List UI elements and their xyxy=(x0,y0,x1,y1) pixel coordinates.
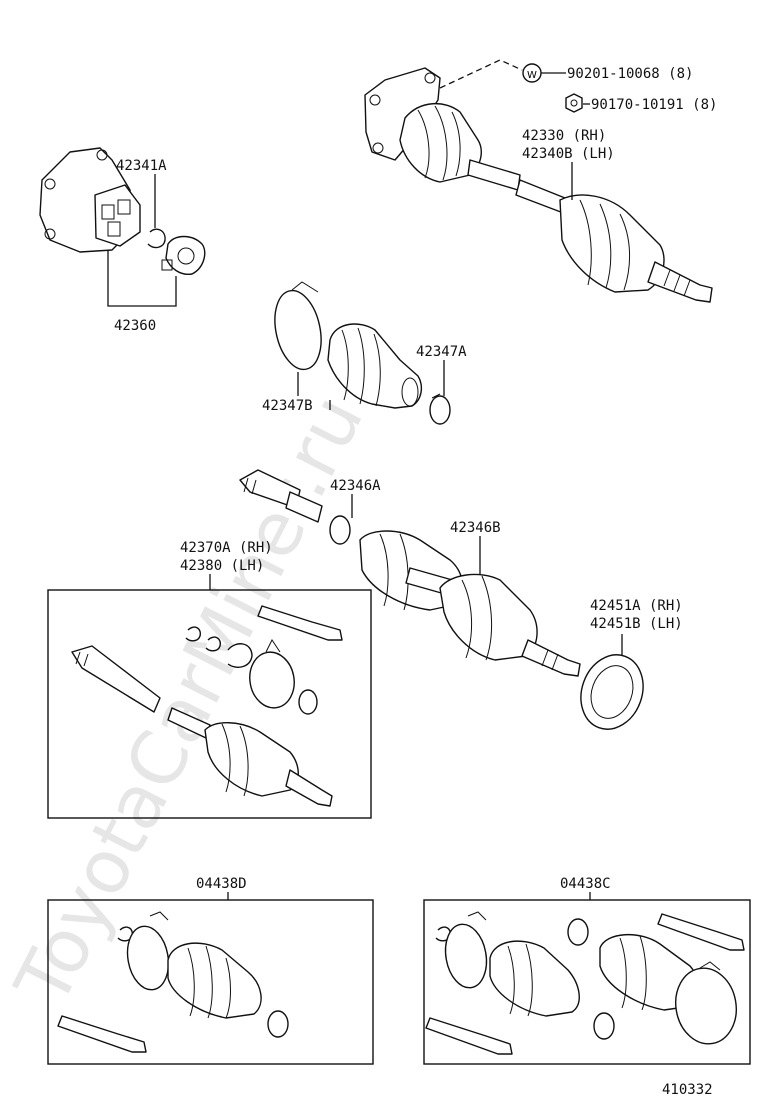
label-42360: 42360 xyxy=(114,318,156,334)
boot-band-large-icon xyxy=(274,281,322,371)
label-90170: 90170-10191 (8) xyxy=(591,97,717,113)
svg-text:W: W xyxy=(527,70,537,81)
label-42346B: 42346B xyxy=(450,520,501,536)
kit-box-04438D xyxy=(47,899,374,1065)
cv-joint-housing-illustration xyxy=(39,147,141,253)
drive-shaft-assembly-illustration xyxy=(364,67,713,303)
label-42347A: 42347A xyxy=(416,344,467,360)
label-42340B: 42340B (LH) xyxy=(522,146,615,162)
label-42330: 42330 (RH) xyxy=(522,128,606,144)
shaft-kit-illustration xyxy=(71,605,343,807)
dust-seal-ring-icon xyxy=(580,654,644,730)
snap-ring-icon xyxy=(147,228,166,249)
boot-band-small-icon xyxy=(429,393,451,425)
label-42346A: 42346A xyxy=(330,478,381,494)
label-04438C: 04438C xyxy=(560,876,611,892)
kit-box-04438C xyxy=(423,899,751,1065)
boot-icon xyxy=(327,323,423,409)
label-42451B: 42451B (LH) xyxy=(590,616,683,632)
nut-icon xyxy=(565,93,583,113)
label-42451A: 42451A (RH) xyxy=(590,598,683,614)
figure-number: 410332 xyxy=(662,1082,713,1098)
kit-box-42370A xyxy=(47,589,372,819)
label-90201: 90201-10068 (8) xyxy=(567,66,693,82)
watermark: ToyotaCarMiner.ru xyxy=(0,382,380,1019)
boot-kit-04438C-illustration xyxy=(425,911,745,1055)
label-42380: 42380 (LH) xyxy=(180,558,264,574)
washer-icon: W xyxy=(522,63,542,83)
label-04438D: 04438D xyxy=(196,876,247,892)
label-42347B: 42347B xyxy=(262,398,313,414)
boot-kit-04438D-illustration xyxy=(57,911,289,1053)
inner-shaft-illustration xyxy=(239,469,581,677)
label-42341A: 42341A xyxy=(116,158,167,174)
label-42370A: 42370A (RH) xyxy=(180,540,273,556)
tripod-joint-icon xyxy=(161,235,206,275)
